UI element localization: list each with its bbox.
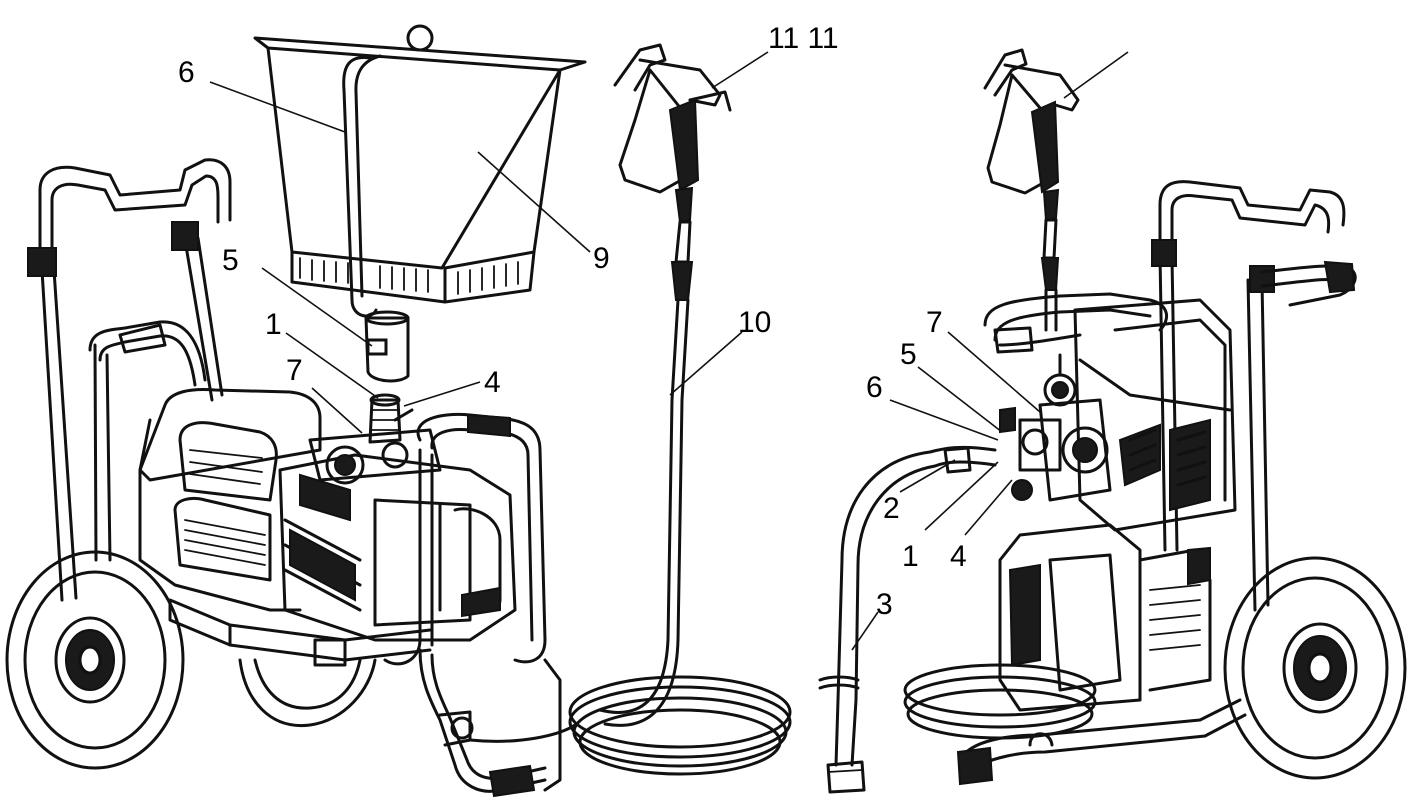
hopper	[253, 24, 587, 304]
front-handle	[383, 412, 547, 666]
left-wheel	[5, 550, 185, 770]
right-sprayer	[818, 48, 1407, 794]
spray-gun-hose	[468, 43, 792, 776]
right-pump-body	[998, 298, 1237, 712]
rear-wheel	[238, 658, 377, 728]
cart-frame	[27, 158, 232, 602]
right-base	[903, 663, 1247, 786]
callout-left-1: 1	[265, 308, 282, 341]
callout-right-4: 4	[950, 540, 967, 573]
callout-left-5: 5	[222, 244, 239, 277]
leader-lines	[209, 51, 1129, 651]
callout-right-7: 7	[926, 306, 943, 339]
suction-hose	[818, 445, 997, 794]
strainer	[364, 310, 410, 383]
suction-tube	[342, 54, 382, 318]
callout-left-4: 4	[484, 366, 501, 399]
left-sprayer	[5, 24, 587, 798]
right-wheel	[1223, 556, 1407, 780]
callout-mid-10: 10	[738, 306, 772, 339]
callout-right-3: 3	[876, 588, 893, 621]
callout-right-6: 6	[866, 371, 883, 404]
callout-left-7: 7	[286, 354, 303, 387]
callout-right-1: 1	[902, 540, 919, 573]
right-spray-gun	[983, 48, 1080, 332]
callout-right-2: 2	[883, 492, 900, 525]
base-frame	[168, 598, 562, 798]
callout-left-9: 9	[593, 242, 610, 275]
callout-mid-11: 11 11	[768, 22, 839, 55]
callout-left-6: 6	[178, 56, 195, 89]
pump-body	[138, 388, 517, 642]
right-cart-frame	[983, 180, 1357, 612]
callout-right-5: 5	[900, 338, 917, 371]
